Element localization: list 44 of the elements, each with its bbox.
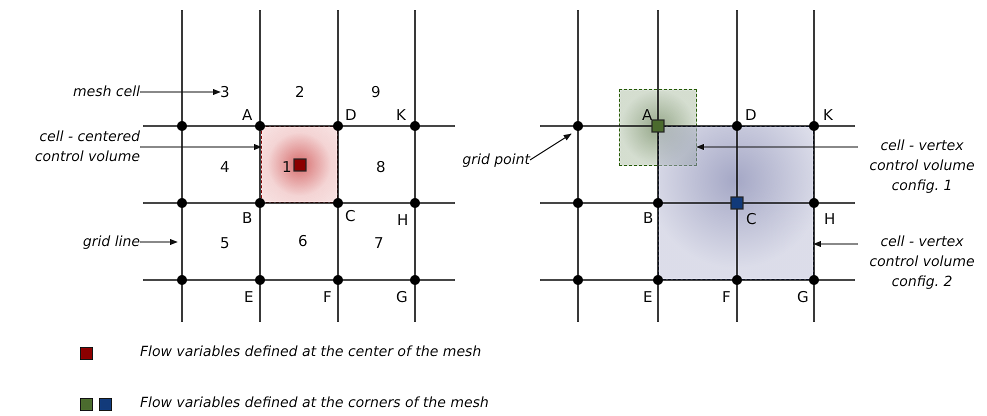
grid-point-label: D xyxy=(745,107,757,123)
cell-number: 4 xyxy=(220,159,230,175)
control-volume-box xyxy=(619,89,697,166)
annotation-text: cell - vertex control volume config. 1 xyxy=(858,136,986,196)
grid-point-label: E xyxy=(244,289,254,305)
cell-number: 1 xyxy=(282,159,292,175)
grid-point-label: H xyxy=(397,212,408,228)
annotation-text: grid line xyxy=(20,232,140,252)
annotation-text: grid point xyxy=(430,150,530,170)
cell-number: 9 xyxy=(371,84,381,100)
cell-number: 6 xyxy=(298,233,308,249)
grid-point-label: K xyxy=(396,107,406,123)
annotation-text: cell - centered control volume xyxy=(5,127,140,167)
grid-point-label: K xyxy=(823,107,833,123)
grid-point-label: H xyxy=(824,211,836,227)
control-volume-box xyxy=(658,126,814,280)
leader-arrow xyxy=(140,144,262,150)
grid-point-label: F xyxy=(722,289,731,305)
grid-point-label: D xyxy=(345,107,357,123)
grid-point-label: B xyxy=(242,210,252,226)
cell-number: 8 xyxy=(376,159,386,175)
cell-number: 3 xyxy=(220,84,230,100)
cell-number: 7 xyxy=(374,235,384,251)
grid-point-label: B xyxy=(643,210,654,226)
grid-point-label: F xyxy=(323,289,332,305)
cell-number: 5 xyxy=(220,235,230,251)
grid-point-label: G xyxy=(396,289,408,305)
annotation-text: mesh cell xyxy=(20,82,140,102)
annotation-text: cell - vertex control volume config. 2 xyxy=(858,232,986,292)
leader-arrow xyxy=(140,238,178,246)
grid-point-label: A xyxy=(242,107,252,123)
leader-arrow xyxy=(530,134,572,160)
grid-point-label: C xyxy=(345,208,356,224)
grid-point-label: E xyxy=(643,289,652,305)
grid-point-label: G xyxy=(797,289,809,305)
grid-point-label: A xyxy=(642,107,652,123)
legend-text: Flow variables defined at the corners of the mesh xyxy=(140,395,489,411)
control-volume-box xyxy=(261,126,338,203)
cell-number: 2 xyxy=(295,84,305,100)
legend-text: Flow variables defined at the center of the mesh xyxy=(140,344,482,360)
leader-arrow xyxy=(140,88,221,96)
leader-arrow xyxy=(813,240,858,248)
grid-point-label: C xyxy=(746,211,756,227)
leader-arrow xyxy=(696,144,858,150)
